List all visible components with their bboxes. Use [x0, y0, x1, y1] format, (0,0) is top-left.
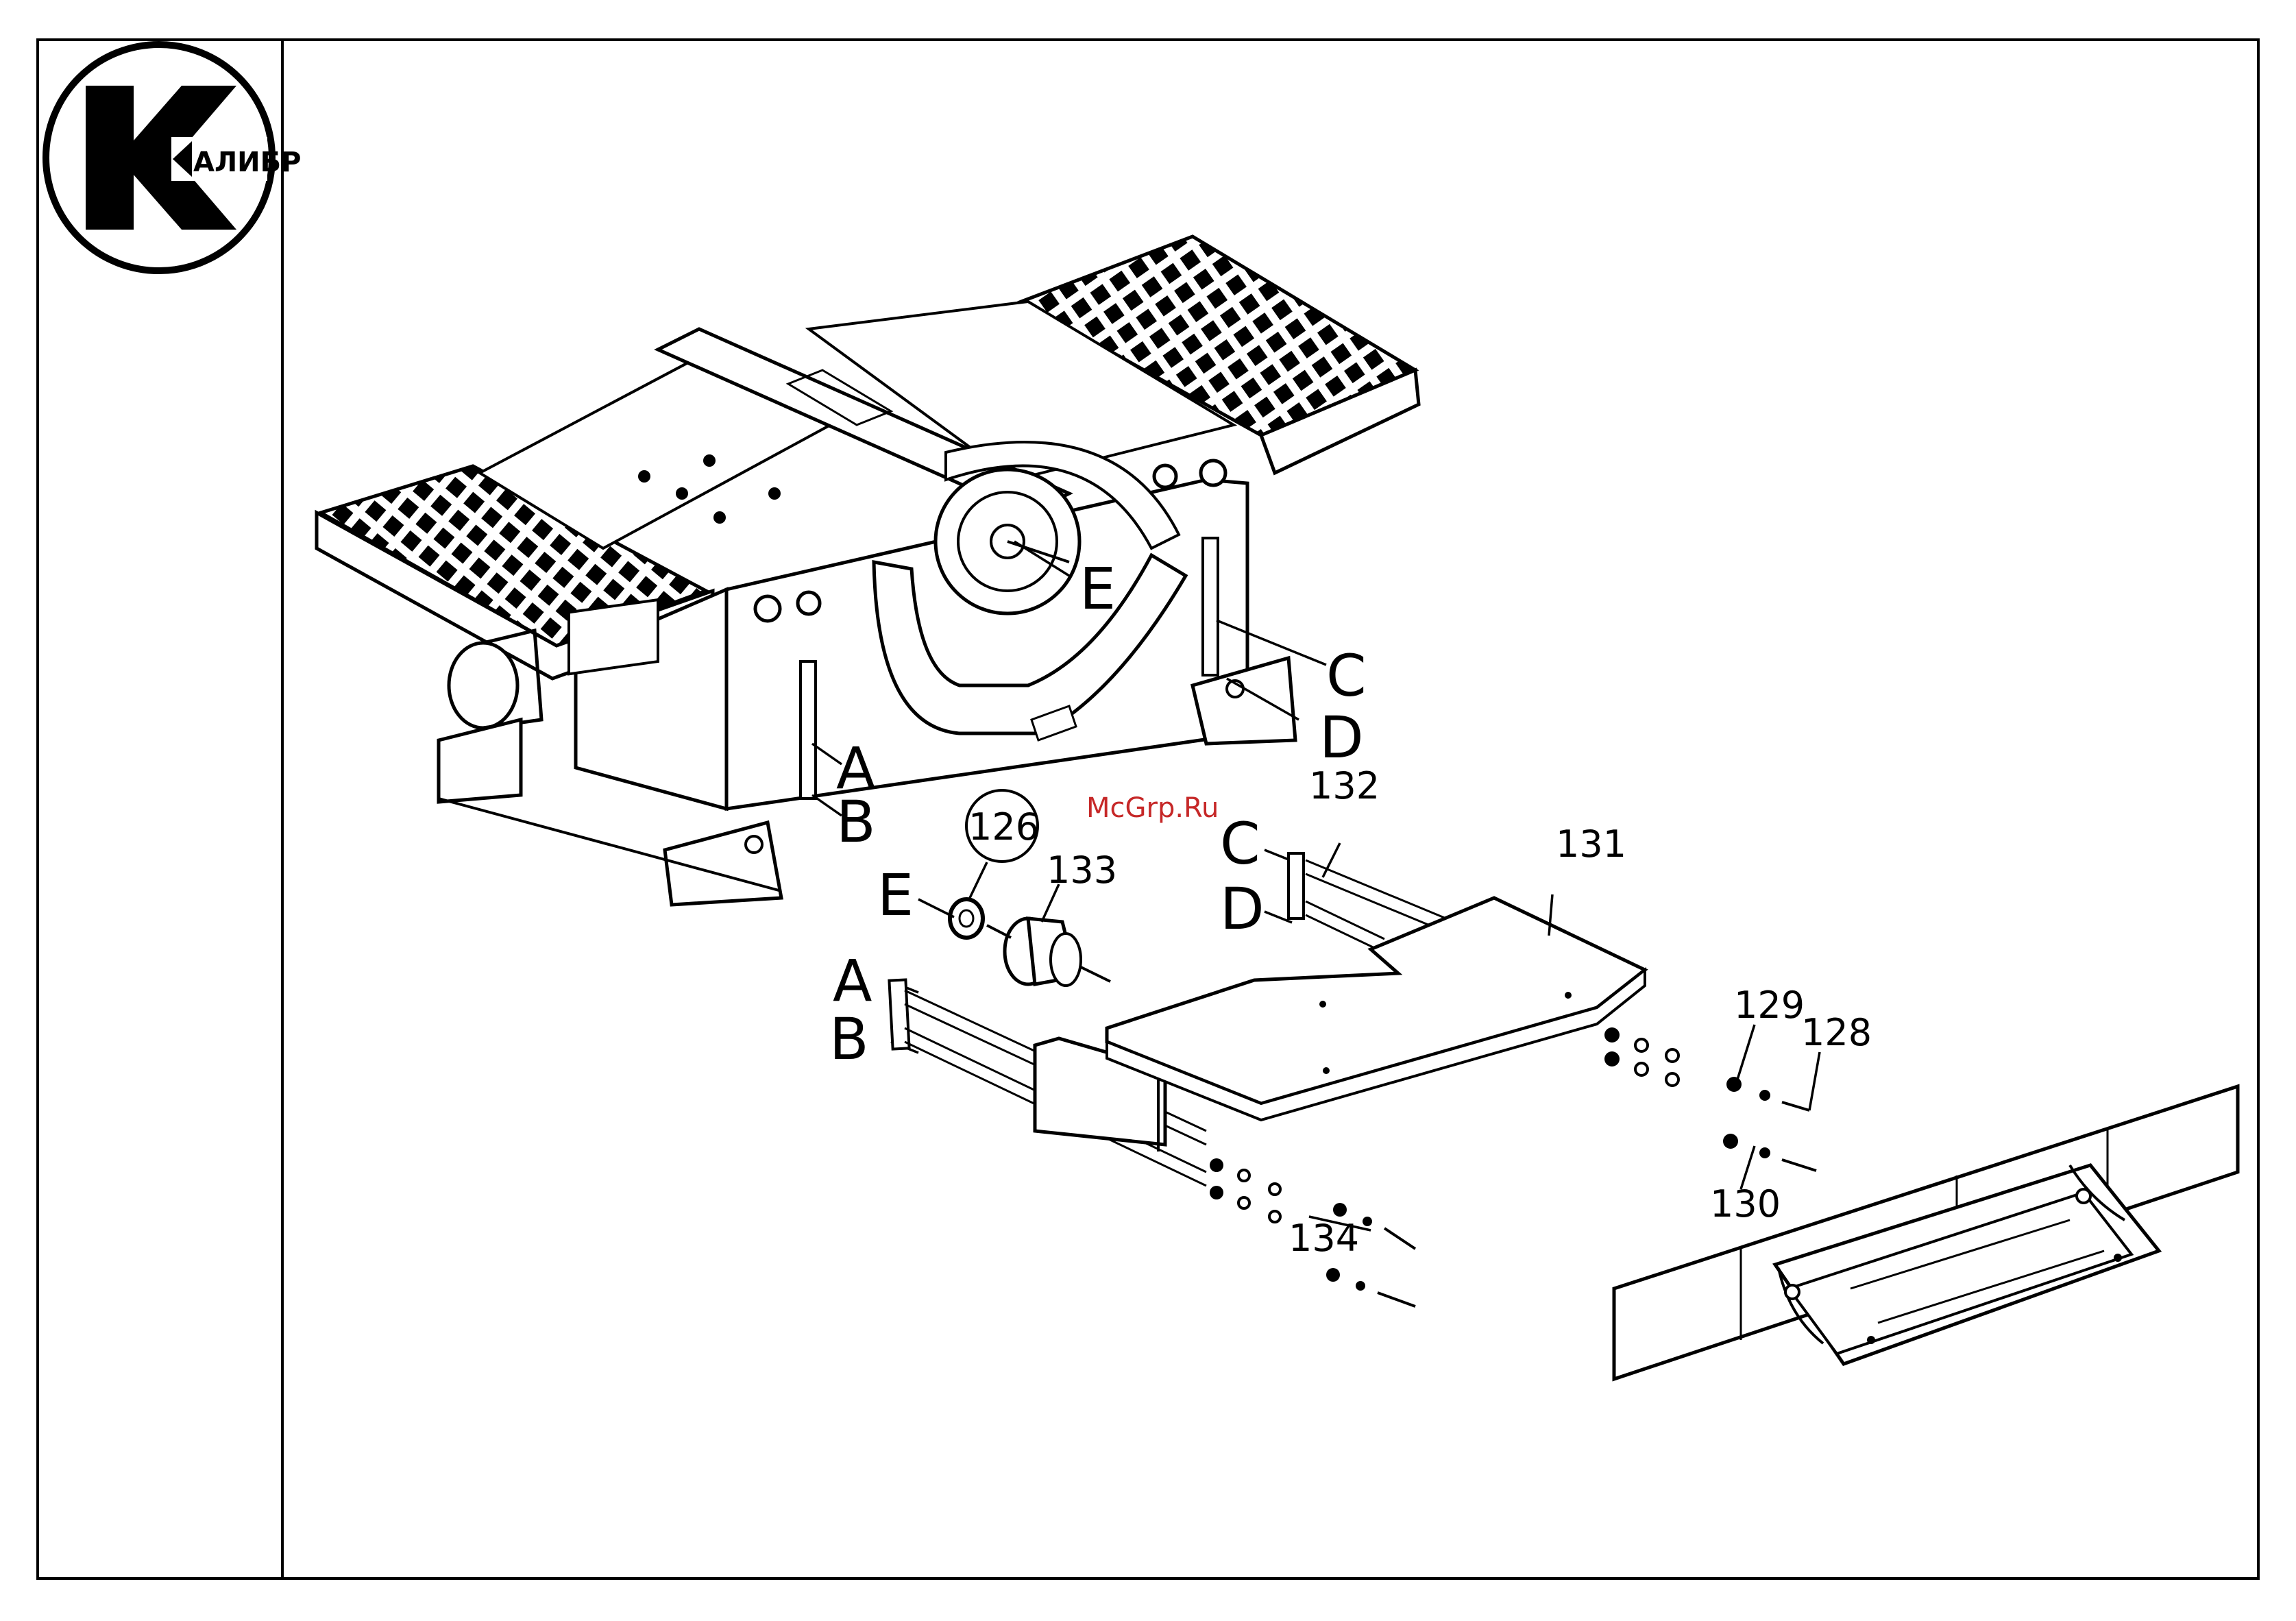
logo-text: АЛИБР — [193, 147, 301, 178]
label-c-upper: C — [1326, 642, 1367, 709]
label-c-lower: C — [1220, 810, 1260, 877]
label-e-upper: E — [1079, 555, 1116, 622]
fence-detail — [1614, 1086, 2238, 1379]
kalibr-logo: АЛИБР — [46, 45, 301, 271]
part-126-label: 126 — [968, 805, 1039, 849]
label-a-lower: A — [833, 947, 872, 1014]
label-b-upper: B — [836, 788, 876, 855]
label-d-upper: D — [1319, 704, 1364, 771]
part-134-label: 134 — [1289, 1217, 1359, 1260]
part-131-label: 131 — [1556, 822, 1626, 866]
part-129-label: 129 — [1734, 984, 1805, 1027]
part-132-label: 132 — [1309, 764, 1380, 807]
label-e-lower: E — [877, 862, 914, 929]
right-fasteners — [1604, 1025, 1820, 1189]
label-d-lower: D — [1220, 875, 1265, 942]
watermark-text: McGrp.Ru — [1086, 792, 1219, 824]
part-133-label: 133 — [1047, 849, 1117, 892]
label-b-lower: B — [829, 1005, 869, 1073]
part-128-label: 128 — [1801, 1011, 1872, 1054]
part-130-label: 130 — [1710, 1182, 1781, 1226]
